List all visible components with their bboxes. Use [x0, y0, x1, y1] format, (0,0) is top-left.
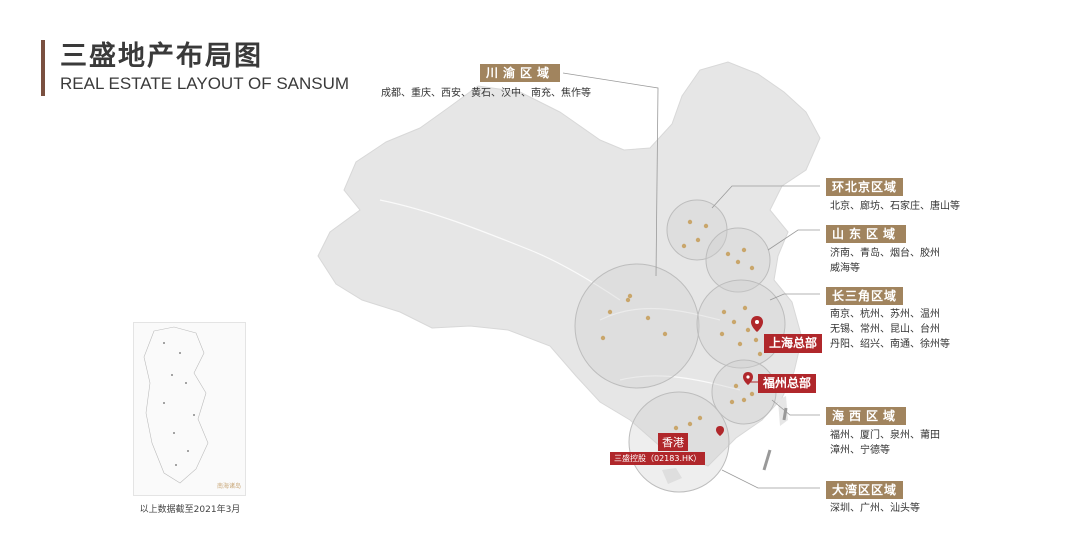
- region-cities-huanbeijing: 北京、廊坊、石家庄、唐山等: [830, 201, 960, 212]
- page-subtitle: REAL ESTATE LAYOUT OF SANSUM: [60, 74, 350, 93]
- page-title: 三盛地产布局图: [60, 41, 263, 72]
- map-contour-line: [619, 375, 741, 391]
- china-mainland-shape: [317, 61, 821, 467]
- inset-legend: 南海诸岛: [217, 483, 242, 490]
- region-cities-chuanyu: 成都、重庆、西安、黄石、汉中、南充、焦作等: [381, 88, 591, 99]
- region-cities-changsanjiao-2: 无锡、常州、昆山、台州: [830, 324, 940, 335]
- hongkong-stock-label: 三盛控股（02183.HK）: [610, 452, 706, 465]
- title-accent-bar: [41, 40, 45, 96]
- sea-border-mark: [762, 449, 772, 471]
- region-label-shandong: 山东区域: [826, 225, 907, 243]
- hongkong-label: 香港: [658, 433, 688, 451]
- region-cities-shandong-1: 济南、青岛、烟台、胶州: [830, 248, 940, 259]
- region-cities-haixi-1: 福州、厦门、泉州、莆田: [830, 430, 940, 441]
- map-pin-icon: [751, 316, 763, 332]
- map-contour-line: [379, 199, 621, 301]
- region-label-haixi: 海西区域: [826, 407, 907, 425]
- shanghai-hq-tag: 上海总部: [764, 334, 823, 353]
- inset-map: [133, 322, 246, 496]
- fuzhou-hq-tag: 福州总部: [758, 374, 817, 393]
- map-contour-line: [599, 307, 721, 321]
- region-cities-haixi-2: 漳州、宁德等: [830, 445, 890, 456]
- leader-lines: [562, 72, 820, 489]
- region-label-chuanyu: 川渝区域: [480, 64, 561, 82]
- inset-map-drawing: [143, 326, 209, 484]
- city-dots: [600, 219, 763, 431]
- map-pin-icon: [716, 426, 724, 436]
- region-cities-dawanqu: 深圳、广州、汕头等: [830, 503, 920, 514]
- region-cities-changsanjiao-3: 丹阳、绍兴、南通、徐州等: [830, 339, 950, 350]
- sea-border-mark: [782, 407, 788, 421]
- region-label-huanbeijing: 环北京区域: [826, 178, 904, 196]
- region-label-dawanqu: 大湾区区域: [826, 481, 904, 499]
- region-circle-changsanjiao: [696, 279, 786, 369]
- inset-coast-line: [143, 326, 209, 484]
- region-circle-chuanyu: [574, 263, 700, 389]
- hainan-island: [662, 468, 682, 484]
- data-date-note: 以上数据截至2021年3月: [139, 505, 241, 515]
- inset-city-dots: [163, 342, 195, 466]
- region-cities-changsanjiao-1: 南京、杭州、苏州、温州: [830, 309, 940, 320]
- region-label-changsanjiao: 长三角区域: [826, 287, 904, 305]
- region-cities-shandong-2: 威海等: [830, 263, 860, 274]
